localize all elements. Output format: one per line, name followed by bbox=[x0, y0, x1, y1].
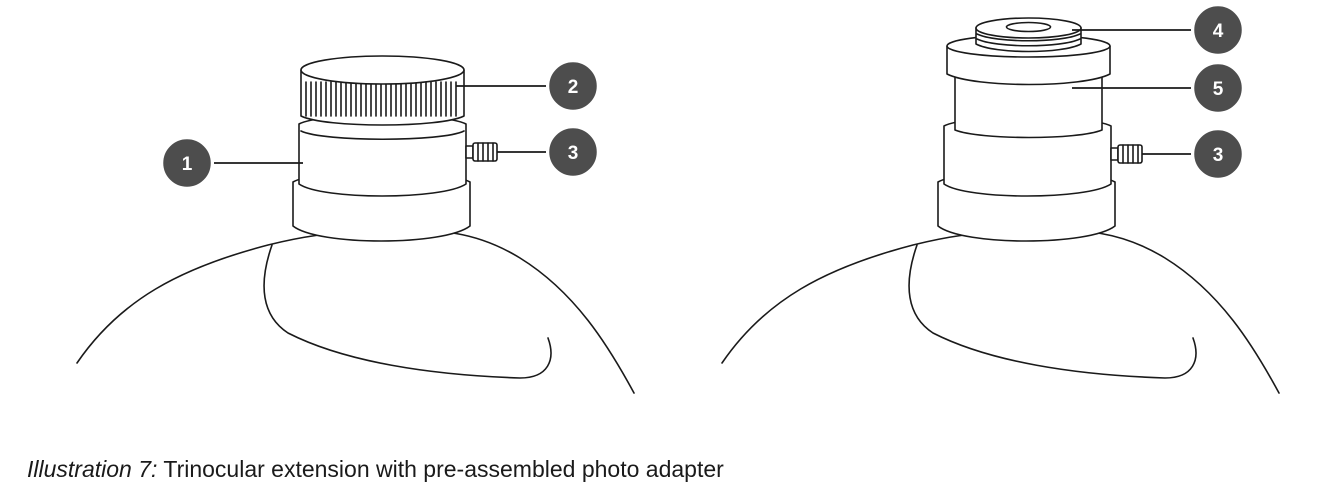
microscope-shoulder-right bbox=[908, 244, 1197, 379]
callout-4-right: 4 bbox=[1072, 3, 1245, 57]
caption-prefix: Illustration 7: bbox=[27, 456, 158, 482]
trinocular-illustration: 1 2 3 bbox=[76, 3, 1280, 394]
microscope-body-right bbox=[721, 229, 1280, 394]
callout-3-right: 3 bbox=[1142, 127, 1245, 181]
microscope-shoulder-left bbox=[263, 244, 552, 379]
callout-label: 5 bbox=[1213, 79, 1224, 100]
callout-label: 4 bbox=[1213, 21, 1224, 42]
callout-label: 3 bbox=[568, 143, 579, 164]
left-drawing: 1 2 3 bbox=[76, 55, 635, 394]
extension-tube-left bbox=[298, 114, 467, 197]
callout-label: 3 bbox=[1213, 145, 1224, 166]
microscope-body-left bbox=[76, 229, 635, 394]
callout-1-left: 1 bbox=[160, 136, 303, 190]
callout-label: 2 bbox=[568, 77, 579, 98]
clamp-screw-right bbox=[1110, 144, 1143, 164]
dust-cap bbox=[300, 55, 465, 126]
c-mount-thread bbox=[975, 17, 1082, 53]
callout-label: 1 bbox=[182, 154, 193, 175]
photo-adapter-body bbox=[954, 75, 1103, 139]
right-drawing: 4 5 3 bbox=[721, 3, 1280, 394]
figure-caption: Illustration 7: Trinocular extension wit… bbox=[27, 456, 724, 483]
callout-2-left: 2 bbox=[456, 59, 600, 113]
callout-5-right: 5 bbox=[1072, 61, 1245, 115]
tube-seam-left bbox=[300, 130, 465, 141]
caption-text: Trinocular extension with pre-assembled … bbox=[157, 456, 724, 482]
clamp-screw-left bbox=[465, 142, 498, 162]
callout-3-left: 3 bbox=[497, 125, 600, 179]
